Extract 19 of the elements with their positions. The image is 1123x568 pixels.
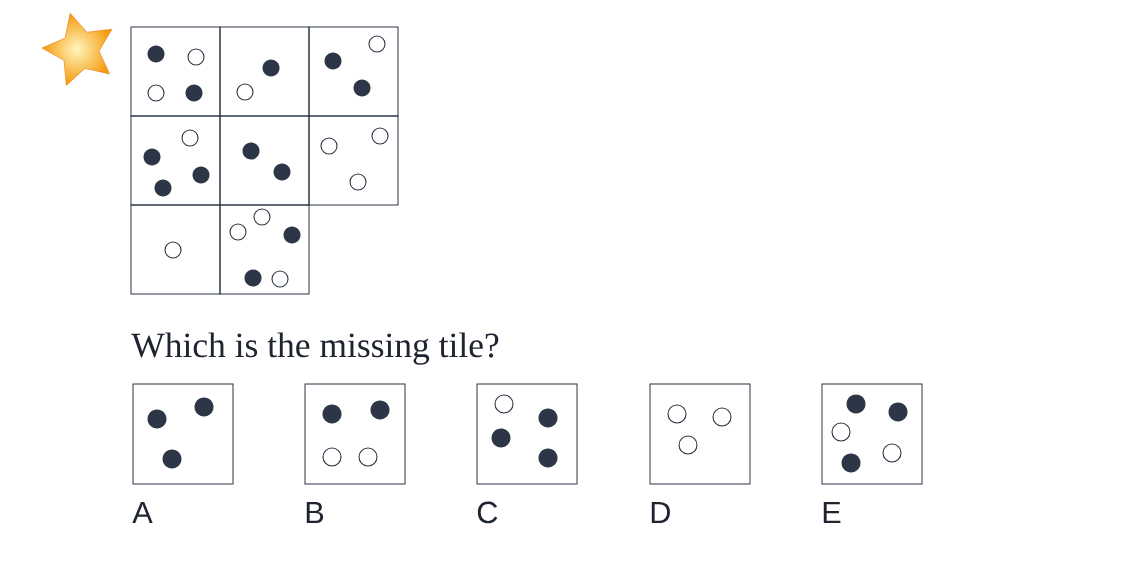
puzzle-tile	[130, 26, 221, 117]
option-letter: D	[651, 501, 670, 523]
option-tile	[304, 383, 406, 485]
option-tile	[476, 383, 578, 485]
puzzle-tile	[130, 204, 221, 295]
puzzle-tile	[308, 115, 399, 206]
option-letter: A	[132, 501, 153, 523]
option-tile	[132, 383, 234, 485]
puzzle-tile	[219, 26, 310, 117]
puzzle-tile	[130, 115, 221, 206]
option-letter: E	[823, 501, 841, 523]
option-letter: B	[306, 501, 324, 523]
option-tile	[821, 383, 923, 485]
puzzle-tile	[219, 115, 310, 206]
option-tile	[649, 383, 751, 485]
option-letter: C	[477, 501, 498, 524]
puzzle-tile	[219, 204, 310, 295]
puzzle-tile	[308, 26, 399, 117]
question-text: Which is the missing tile?	[131, 332, 499, 365]
